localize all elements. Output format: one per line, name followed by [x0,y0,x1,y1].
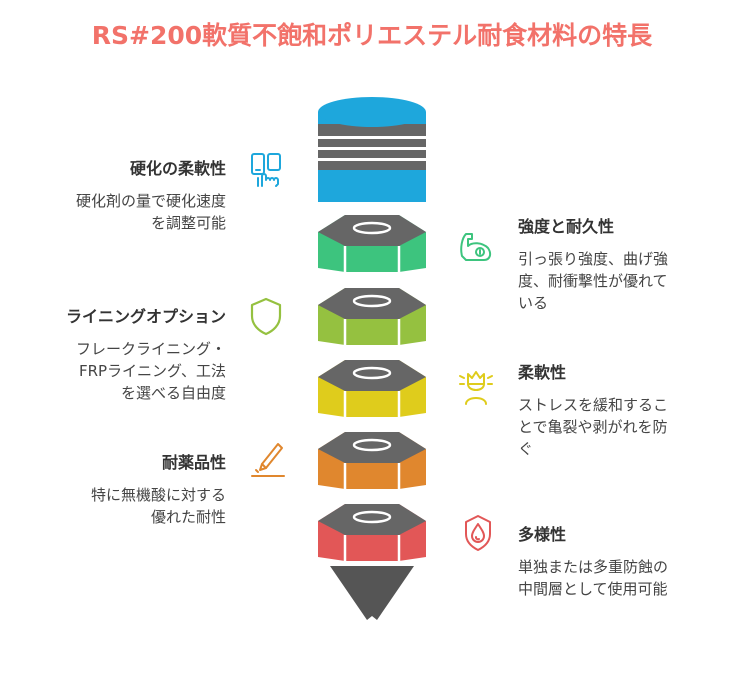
feature-description: 特に無機酸に対する 優れた耐性 [6,484,226,528]
water-drop-icon [458,512,498,552]
shield-icon [246,296,286,336]
desc-line: FRPライニング、工法 [78,362,226,380]
layer-green-nut [318,215,426,272]
feature-description: フレークライニング・ FRPライニング、工法 を選べる自由度 [6,338,226,404]
layer-lime-nut [318,288,426,345]
feature-description: 引っ張り強度、曲げ強 度、耐衝撃性が優れて いる [518,248,738,314]
feature-title: 硬化の柔軟性 [129,159,226,178]
feature-title: 柔軟性 [518,363,567,382]
layer-orange-nut [318,432,426,489]
feature-description: 単独または多重防蝕の 中間層として使用可能 [518,556,738,600]
desc-line: 優れた耐性 [150,508,226,526]
desc-line: フレークライニング・ [75,340,226,358]
desc-line: ぐ [518,440,534,458]
feature-title: 多様性 [518,525,567,544]
desc-line: を選べる自由度 [120,384,226,402]
layer-blue-cylinder [318,97,426,202]
layer-red-nut-tip [318,504,426,620]
desc-line: 度、耐衝撃性が優れて [518,272,668,290]
tablet-touch-icon [248,150,288,190]
feature-curing-flexibility: 硬化の柔軟性 硬化剤の量で硬化速度 を調整可能 [6,158,226,234]
desc-line: ストレスを緩和するこ [518,396,669,414]
desc-line: を調整可能 [150,214,226,232]
feature-title: 耐薬品性 [161,453,226,472]
desc-line: 中間層として使用可能 [518,580,668,598]
feature-title: 強度と耐久性 [518,217,615,236]
feature-strength-durability: 強度と耐久性 引っ張り強度、曲げ強 度、耐衝撃性が優れて いる [518,216,738,314]
desc-line: 引っ張り強度、曲げ強 [518,250,669,268]
pen-nib-icon [248,440,288,480]
feature-lining-options: ライニングオプション フレークライニング・ FRPライニング、工法 を選べる自由… [6,306,226,404]
desc-line: とで亀裂や剥がれを防 [518,418,668,436]
desc-line: 硬化剤の量で硬化速度 [75,192,226,210]
desc-line: いる [518,294,549,312]
feature-chemical-resistance: 耐薬品性 特に無機酸に対する 優れた耐性 [6,452,226,528]
feature-description: 硬化剤の量で硬化速度 を調整可能 [6,190,226,234]
feature-flexibility: 柔軟性 ストレスを緩和するこ とで亀裂や剥がれを防 ぐ [518,362,738,460]
feature-description: ストレスを緩和するこ とで亀裂や剥がれを防 ぐ [518,394,738,460]
flexed-arm-icon [456,226,496,266]
desc-line: 特に無機酸に対する [90,486,226,504]
crowned-person-icon [456,366,496,406]
desc-line: 単独または多重防蝕の [518,558,669,576]
page-title: RS#200軟質不飽和ポリエステル耐食材料の特長 [91,21,653,50]
feature-versatility: 多様性 単独または多重防蝕の 中間層として使用可能 [518,524,738,600]
feature-title: ライニングオプション [65,307,226,326]
layer-yellow-nut [318,360,426,417]
